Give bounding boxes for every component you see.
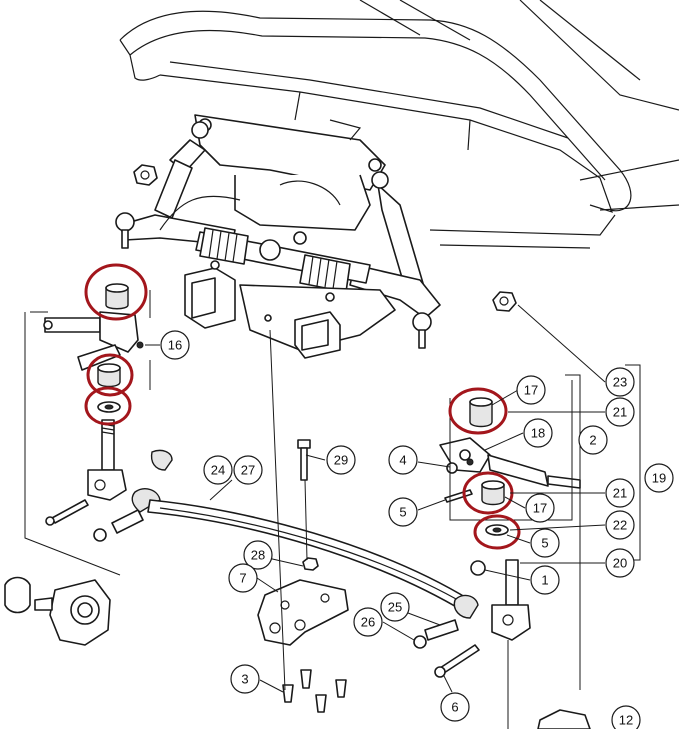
callout-6: 6: [440, 692, 470, 722]
chassis-frame: [119, 0, 679, 249]
bushing-upper-left: [105, 283, 129, 310]
svg-text:16: 16: [168, 338, 182, 353]
callout-17-lower: 17: [525, 493, 555, 523]
spring-mount-plate: [257, 579, 349, 646]
callout-4: 4: [388, 445, 418, 475]
rack-boot-left: [199, 227, 249, 265]
svg-text:26: 26: [361, 615, 375, 630]
callout-18: 18: [523, 418, 553, 448]
center-bolt: [297, 439, 311, 481]
washer-small: [446, 462, 458, 474]
part-12-bracket: [537, 709, 591, 729]
nut-top-left: [133, 164, 158, 186]
callout-16: 16: [160, 330, 190, 360]
callout-26: 26: [353, 607, 383, 637]
highlight-washer-left: [84, 386, 132, 426]
nut-center: [302, 557, 319, 571]
thrust-washer-right: [485, 524, 509, 536]
svg-text:20: 20: [613, 556, 627, 571]
svg-text:21: 21: [613, 486, 627, 501]
callout-17-upper: 17: [516, 375, 546, 405]
callout-24: 24: [203, 455, 233, 485]
callout-27: 27: [233, 455, 263, 485]
svg-text:3: 3: [241, 672, 248, 687]
callout-5-left: 5: [388, 497, 418, 527]
steering-rack: [195, 227, 371, 293]
callout-19: 19: [644, 463, 674, 493]
left-spindle-assembly: [43, 311, 144, 371]
bolt-right-lower: [434, 644, 480, 678]
bushing-lower-right: [481, 480, 505, 506]
svg-text:5: 5: [541, 536, 548, 551]
callout-3: 3: [230, 664, 260, 694]
svg-text:21: 21: [613, 405, 627, 420]
svg-text:28: 28: [251, 548, 265, 563]
svg-text:1: 1: [541, 573, 548, 588]
svg-text:17: 17: [524, 383, 538, 398]
callouts: 16 17 21 18 2 4 19 21 5 17 22 5 20 1 23 …: [160, 330, 674, 729]
svg-text:6: 6: [451, 700, 458, 715]
callout-22: 22: [605, 510, 635, 540]
highlight-bushing-upper-right: [448, 387, 508, 435]
left-kingpin: [87, 419, 127, 501]
cotter-pin: [444, 489, 473, 503]
highlight-bushing-lower-left: [86, 353, 134, 397]
callout-25: 25: [380, 592, 410, 622]
callout-21-lower: 21: [605, 478, 635, 508]
spring-eye-bushing-left: [93, 449, 173, 542]
nut-top-right: [492, 291, 517, 312]
svg-text:27: 27: [241, 463, 255, 478]
tie-rod-end-right: [412, 312, 432, 349]
svg-text:5: 5: [399, 505, 406, 520]
bolt-left: [45, 499, 89, 526]
callout-21-upper: 21: [605, 397, 635, 427]
svg-text:25: 25: [388, 600, 402, 615]
callout-29: 29: [326, 445, 356, 475]
leader-lines: [145, 304, 606, 693]
callout-7: 7: [228, 563, 258, 593]
upper-bracket-plate: [194, 114, 386, 231]
tie-rod-end-left: [115, 212, 135, 249]
svg-text:24: 24: [211, 463, 225, 478]
svg-text:18: 18: [531, 426, 545, 441]
svg-text:17: 17: [533, 501, 547, 516]
highlight-washer-right: [473, 514, 521, 550]
lower-cross-bracket: [184, 260, 396, 359]
group-brackets: [24, 290, 641, 729]
svg-text:19: 19: [652, 471, 666, 486]
callout-2: 2: [578, 425, 608, 455]
callout-23: 23: [605, 367, 635, 397]
hub-left: [4, 576, 111, 646]
callout-20: 20: [605, 548, 635, 578]
callout-12: 12: [611, 705, 641, 729]
svg-text:4: 4: [399, 453, 406, 468]
callout-5-right: 5: [530, 528, 560, 558]
svg-text:22: 22: [613, 518, 627, 533]
shock-absorber-left: [154, 121, 209, 219]
right-spindle-assembly: [439, 437, 581, 489]
highlight-bushing-upper-left: [84, 263, 148, 321]
spring-eye-bushing-right: [413, 594, 479, 649]
svg-text:7: 7: [239, 571, 246, 586]
svg-text:29: 29: [334, 453, 348, 468]
callout-1: 1: [530, 565, 560, 595]
mount-bolts: [282, 669, 347, 713]
svg-text:2: 2: [589, 433, 596, 448]
svg-text:23: 23: [613, 375, 627, 390]
bushing-lower-left: [97, 363, 121, 388]
svg-text:12: 12: [619, 713, 633, 728]
bushing-upper-right: [469, 397, 493, 428]
callout-28: 28: [243, 540, 273, 570]
right-kingpin: [470, 559, 531, 641]
thrust-washer-left: [97, 401, 121, 413]
